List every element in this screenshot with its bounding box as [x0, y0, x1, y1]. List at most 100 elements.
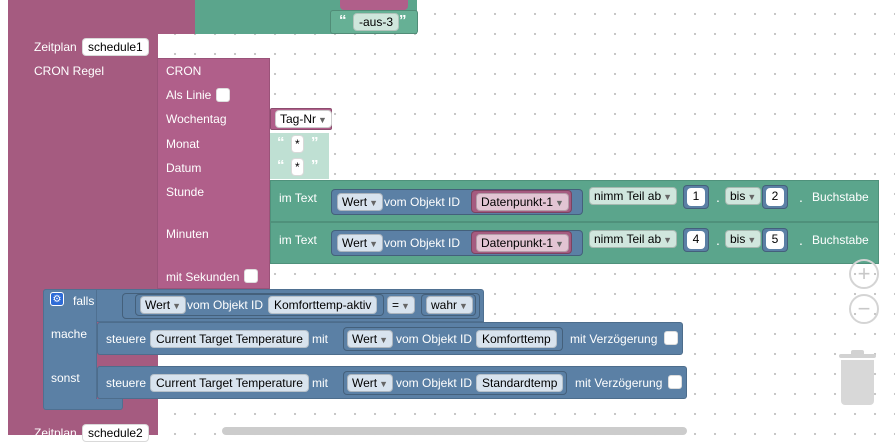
- wert-dropdown[interactable]: Wert▼: [347, 374, 394, 392]
- separator-dot: .: [716, 232, 720, 248]
- wert-dropdown[interactable]: Wert▼: [347, 330, 394, 348]
- im-text-label: im Text: [279, 233, 317, 247]
- open-quote-icon: “: [339, 12, 347, 29]
- cron-title: CRON: [166, 64, 202, 78]
- nimm-teil-label: nimm Teil ab: [594, 232, 662, 246]
- datapoint-dropdown[interactable]: Datenpunkt-1▼: [476, 193, 569, 211]
- open-quote-icon: “: [277, 134, 285, 151]
- mit-label: mit: [312, 376, 328, 390]
- chevron-down-icon: ▼: [172, 301, 182, 311]
- chevron-down-icon: ▼: [379, 379, 389, 389]
- minuten-label: Minuten: [166, 227, 209, 241]
- buchstabe-label: Buchstabe: [812, 190, 869, 204]
- monat-text-block[interactable]: “ * ”: [270, 133, 329, 155]
- schedule-block[interactable]: [8, 0, 25, 435]
- then-object-field[interactable]: Komforttemp: [476, 330, 557, 348]
- aus3-text-block[interactable]: “ -aus-3 ”: [330, 10, 418, 34]
- chevron-down-icon: ▼: [663, 192, 673, 202]
- chevron-down-icon: ▼: [369, 198, 379, 208]
- else-object-field[interactable]: Standardtemp: [476, 374, 564, 392]
- wert-dropdown[interactable]: Wert▼: [337, 234, 384, 252]
- bool-value: wahr: [431, 298, 458, 312]
- gear-icon[interactable]: ⚙: [50, 292, 64, 306]
- close-quote-icon: ”: [311, 134, 319, 151]
- datum-text-block[interactable]: “ * ”: [270, 155, 329, 179]
- wochentag-value: Tag-Nr: [280, 112, 317, 126]
- operator-dropdown[interactable]: =▼: [387, 296, 415, 314]
- wert-label: Wert: [342, 195, 368, 209]
- top-inner-block: [340, 0, 408, 10]
- minuten-substring-block[interactable]: im Text Wert▼ vom Objekt ID Datenpunkt-1…: [270, 222, 879, 264]
- cron-block[interactable]: [157, 58, 270, 289]
- chevron-down-icon: ▼: [555, 198, 564, 208]
- condition-object-field[interactable]: Komforttemp-aktiv: [268, 296, 378, 314]
- mit-sekunden-label: mit Sekunden: [166, 270, 240, 284]
- wert-dropdown[interactable]: Wert▼: [337, 193, 384, 211]
- zoom-in-button[interactable]: +: [849, 259, 879, 289]
- falls-label: falls: [73, 294, 95, 308]
- vom-objekt-label: vom Objekt ID: [187, 298, 264, 312]
- bis-label: bis: [730, 189, 746, 203]
- wochentag-block[interactable]: Tag-Nr▼: [270, 108, 332, 130]
- chevron-down-icon: ▼: [747, 192, 757, 202]
- wert-label: Wert: [352, 332, 378, 346]
- schedule-name-field[interactable]: schedule1: [82, 38, 149, 56]
- top-event-block: [25, 0, 195, 34]
- from-number[interactable]: 4: [687, 231, 705, 249]
- schedule2-name-field[interactable]: schedule2: [82, 424, 149, 442]
- stunde-label: Stunde: [166, 185, 205, 199]
- to-number[interactable]: 2: [766, 188, 784, 206]
- separator-dot: .: [799, 232, 803, 248]
- als-linie-label: Als Linie: [166, 88, 212, 102]
- trash-icon[interactable]: [839, 350, 876, 405]
- bis-label: bis: [730, 232, 746, 246]
- mit-sekunden-checkbox[interactable]: [244, 269, 258, 283]
- zeitplan2-label: Zeitplan: [34, 426, 77, 440]
- zoom-out-button[interactable]: −: [849, 294, 879, 324]
- nimm-teil-dropdown[interactable]: nimm Teil ab▼: [589, 187, 678, 205]
- delay-label: mit Verzögerung: [570, 332, 658, 346]
- else-delay-checkbox[interactable]: [668, 375, 682, 389]
- monat-value[interactable]: *: [291, 135, 304, 153]
- wert-label: Wert: [352, 376, 378, 390]
- bool-dropdown[interactable]: wahr▼: [426, 296, 473, 314]
- nimm-teil-dropdown[interactable]: nimm Teil ab▼: [589, 230, 678, 248]
- chevron-down-icon: ▼: [663, 235, 673, 245]
- chevron-down-icon: ▼: [459, 301, 468, 311]
- datum-label: Datum: [166, 161, 202, 175]
- trash-handle: [851, 350, 864, 355]
- bis-dropdown[interactable]: bis▼: [725, 187, 762, 205]
- if-block-spine[interactable]: [43, 289, 97, 409]
- als-linie-checkbox[interactable]: [216, 88, 230, 102]
- horizontal-scrollbar[interactable]: [222, 427, 687, 435]
- chevron-down-icon: ▼: [555, 239, 564, 249]
- stunde-substring-block[interactable]: im Text Wert▼ vom Objekt ID Datenpunkt-1…: [270, 180, 879, 222]
- vom-objekt-label: vom Objekt ID: [384, 195, 461, 209]
- bis-dropdown[interactable]: bis▼: [725, 230, 762, 248]
- datapoint-dropdown[interactable]: Datenpunkt-1▼: [476, 234, 569, 252]
- vom-objekt-label: vom Objekt ID: [396, 376, 473, 390]
- chevron-down-icon: ▼: [401, 301, 410, 311]
- else-target-field[interactable]: Current Target Temperature: [150, 374, 309, 392]
- then-target-field[interactable]: Current Target Temperature: [150, 330, 309, 348]
- sonst-label: sonst: [51, 371, 80, 385]
- steuere-label: steuere: [106, 332, 147, 346]
- mache-label: mache: [51, 327, 88, 341]
- wert-label: Wert: [342, 236, 368, 250]
- from-number[interactable]: 1: [687, 188, 705, 206]
- wert-dropdown[interactable]: Wert▼: [140, 296, 187, 314]
- chevron-down-icon: ▼: [747, 235, 757, 245]
- aus3-value[interactable]: -aus-3: [353, 13, 400, 31]
- trash-lid: [839, 354, 876, 358]
- datapoint-value: Datenpunkt-1: [481, 195, 554, 209]
- then-delay-checkbox[interactable]: [664, 331, 678, 345]
- datum-value[interactable]: *: [291, 158, 304, 176]
- mit-label: mit: [312, 332, 328, 346]
- to-number[interactable]: 5: [766, 231, 784, 249]
- wochentag-dropdown[interactable]: Tag-Nr▼: [275, 110, 332, 128]
- im-text-label: im Text: [279, 191, 317, 205]
- separator-dot: .: [799, 189, 803, 205]
- wochentag-label: Wochentag: [166, 112, 227, 126]
- close-quote-icon: ”: [311, 157, 319, 174]
- chevron-down-icon: ▼: [369, 239, 379, 249]
